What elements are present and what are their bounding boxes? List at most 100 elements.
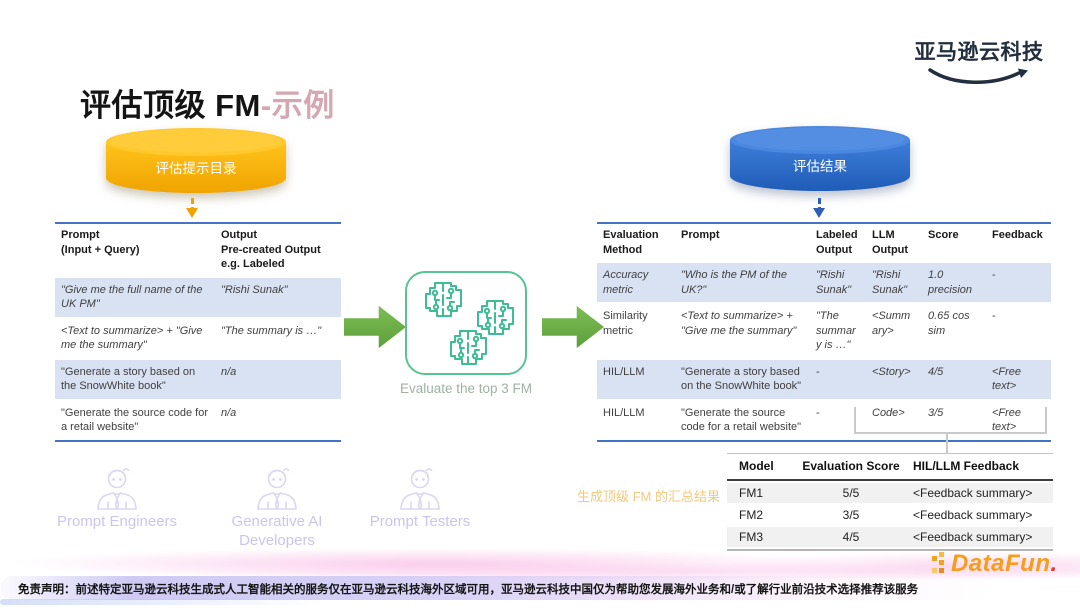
- results-store-label: 评估结果: [793, 159, 847, 174]
- cell-labeled-output: -: [816, 365, 820, 378]
- col-header-labeled-output: Labeled Output: [816, 229, 858, 256]
- col-header-llm-output: LLM Output: [872, 229, 909, 256]
- page-title-main: 评估顶级 FM: [80, 88, 261, 123]
- cell-llm-output: <Story>: [872, 365, 911, 378]
- cell-feedback: <Free text>: [992, 365, 1022, 393]
- cell-output: "The summary is …": [221, 324, 322, 337]
- table-row: "Give me the full name of the UK PM" "Ri…: [55, 275, 341, 319]
- evaluate-fm-box: [405, 271, 527, 375]
- datafun-wordmark: DataFun: [951, 550, 1051, 577]
- header-text: (Input + Query): [61, 243, 140, 256]
- table-row: HIL/LLM "Generate a story based on the S…: [597, 357, 1051, 401]
- cell-prompt: "Generate a story based on the SnowWhite…: [681, 365, 802, 393]
- table-header-row: Prompt (Input + Query) Output Pre-create…: [55, 224, 341, 276]
- cell-labeled-output: "The summary is …": [816, 310, 856, 352]
- blue-dashed-arrow-icon: [813, 198, 825, 218]
- col-header-feedback: Feedback: [992, 229, 1043, 241]
- cell-score: 3/5: [928, 406, 944, 419]
- flow-arrow-right-icon: [344, 305, 406, 349]
- cell-score: 5/5: [842, 486, 860, 500]
- table-row: FM1 5/5 <Feedback summary>: [727, 483, 1053, 503]
- page-title: 评估顶级 FM-示例: [80, 80, 335, 125]
- cell-method: Similarity metric: [603, 310, 648, 337]
- bracket-line: [854, 432, 1047, 434]
- cell-score: 3/5: [842, 508, 860, 522]
- persona-prompt-engineers: Prompt Engineers: [42, 466, 192, 532]
- col-header-method: Evaluation Method: [603, 229, 659, 256]
- datafun-pixels-icon: [932, 551, 948, 577]
- persona-label: Prompt Engineers: [56, 513, 178, 530]
- prompt-catalog-label: 评估提示目录: [155, 161, 237, 176]
- cell-llm-output: "Rishi Sunak": [872, 269, 908, 296]
- cell-labeled-output: -: [816, 406, 820, 419]
- results-store-cylinder: 评估结果: [727, 124, 913, 196]
- cell-llm-output: Code>: [872, 406, 905, 419]
- col-header-evaluation-score: Evaluation Score: [802, 459, 900, 473]
- summary-caption: 生成顶级 FM 的汇总结果: [577, 489, 720, 504]
- cell-labeled-output: "Rishi Sunak": [816, 269, 852, 296]
- cell-prompt: <Text to summarize> + "Give me the summa…: [61, 324, 203, 352]
- cell-method: HIL/LLM: [603, 406, 645, 419]
- col-header-prompt: Prompt: [681, 229, 720, 241]
- prompt-catalog-table: Prompt (Input + Query) Output Pre-create…: [55, 222, 341, 442]
- persona-generative-ai-developers: Generative AI Developers: [202, 466, 352, 551]
- cylinder-shape: [730, 126, 910, 191]
- datafun-logo: DataFun.: [932, 550, 1058, 578]
- blue-gradient-band: [0, 599, 460, 605]
- cell-llm-output: <Summary>: [872, 310, 911, 337]
- bracket-line: [1045, 407, 1047, 434]
- table-header-row: Model Evaluation Score HIL/LLM Feedback: [727, 454, 1053, 481]
- cell-prompt: "Who is the PM of the UK?": [681, 269, 788, 296]
- cell-method: HIL/LLM: [603, 365, 645, 378]
- cell-output: "Rishi Sunak": [221, 283, 288, 296]
- header-text: Output: [221, 229, 258, 241]
- page-title-accent: -示例: [260, 88, 335, 123]
- yellow-dashed-arrow-icon: [186, 198, 198, 218]
- col-header-prompt: Prompt (Input + Query): [55, 224, 215, 276]
- bracket-line: [946, 432, 948, 453]
- cylinder-shape: [106, 128, 286, 193]
- table-row: HIL/LLM "Generate the source code for a …: [597, 401, 1051, 440]
- cell-prompt: <Text to summarize> + "Give me the summa…: [681, 310, 797, 337]
- table-row: Similarity metric <Text to summarize> + …: [597, 304, 1051, 358]
- cell-model: FM1: [739, 486, 763, 500]
- table-row: FM2 3/5 <Feedback summary>: [727, 505, 1053, 525]
- col-header-hil-llm-feedback: HIL/LLM Feedback: [913, 459, 1020, 473]
- cell-feedback: -: [992, 269, 996, 282]
- evaluate-caption: Evaluate the top 3 FM: [399, 381, 533, 396]
- col-header-output: Output Pre-created Output e.g. Labeled: [215, 224, 341, 276]
- cell-feedback: <Feedback summary>: [913, 486, 1033, 500]
- persona-label: Generative AI Developers: [231, 513, 323, 549]
- cell-feedback: -: [992, 310, 996, 323]
- aws-logo-text: 亚马逊云科技: [914, 41, 1044, 64]
- person-icon: [396, 466, 444, 510]
- cell-model: FM3: [739, 530, 763, 544]
- cell-prompt: "Generate a story based on the SnowWhite…: [61, 365, 196, 393]
- col-header-score: Score: [928, 229, 959, 241]
- cell-score: 4/5: [928, 365, 944, 378]
- cell-prompt: "Give me the full name of the UK PM": [61, 283, 203, 311]
- evaluation-results-table: Evaluation Method Prompt Labeled Output …: [597, 222, 1051, 442]
- col-header-model: Model: [739, 459, 774, 473]
- cell-prompt: "Generate the source code for a retail w…: [681, 406, 802, 434]
- brain-circuit-icon: [423, 282, 463, 318]
- cell-model: FM2: [739, 508, 763, 522]
- table-row: <Text to summarize> + "Give me the summa…: [55, 319, 341, 358]
- cell-output: n/a: [221, 406, 237, 419]
- bracket-line: [854, 407, 856, 434]
- flow-arrow-right-icon: [542, 305, 604, 349]
- cell-output: n/a: [221, 365, 237, 378]
- table-row: Accuracy metric "Who is the PM of the UK…: [597, 261, 1051, 305]
- cell-feedback: <Free text>: [992, 406, 1022, 434]
- disclaimer-text: 免责声明：前述特定亚马逊云科技生成式人工智能相关的服务仅在亚马逊云科技海外区域可…: [18, 584, 919, 596]
- person-icon: [93, 466, 141, 510]
- cell-score: 4/5: [842, 530, 860, 544]
- table-row: "Generate the source code for a retail w…: [55, 401, 341, 440]
- cell-score: 1.0 precision: [928, 269, 973, 296]
- prompt-catalog-cylinder: 评估提示目录: [103, 126, 289, 198]
- aws-china-logo: 亚马逊云科技: [903, 36, 1055, 85]
- cell-feedback: <Feedback summary>: [913, 530, 1033, 544]
- datafun-period: .: [1050, 550, 1058, 577]
- table-row: FM3 4/5 <Feedback summary>: [727, 527, 1053, 547]
